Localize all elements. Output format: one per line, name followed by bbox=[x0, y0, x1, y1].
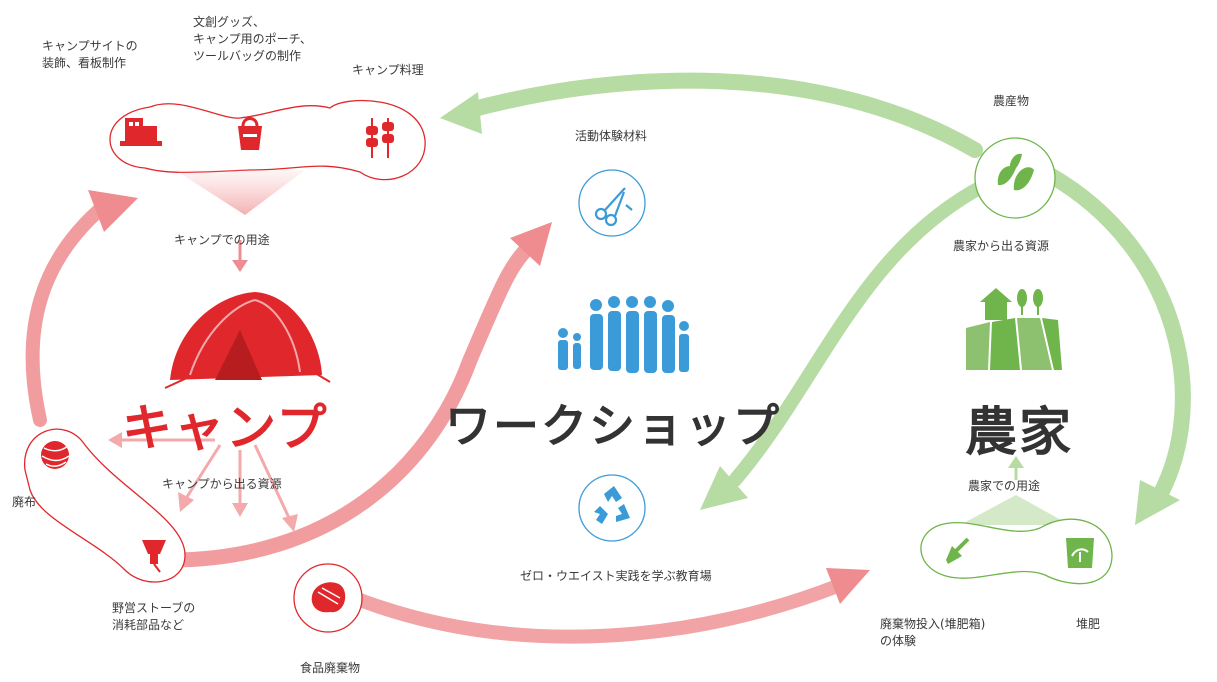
farm-produce-label: 農産物 bbox=[993, 94, 1030, 108]
workshop-education-label: ゼロ・ウエイスト実践を学ぶ教育場 bbox=[520, 569, 712, 583]
arrow-camp-left-up bbox=[25, 198, 112, 427]
arrow-farm-right-down bbox=[1042, 167, 1191, 503]
scissors-icon bbox=[594, 187, 633, 227]
arrow-camp-to-workshop-head bbox=[510, 222, 552, 266]
people-icon bbox=[558, 296, 689, 373]
arrow-farm-to-camp-head bbox=[440, 92, 482, 134]
farm-usage-label: 農家での用途 bbox=[968, 479, 1041, 493]
arrow-farm-to-workshop bbox=[728, 178, 992, 487]
arrow-camp-to-workshop bbox=[162, 240, 536, 568]
workshop-material-label: 活動体験材料 bbox=[575, 129, 648, 143]
stove-part-icon bbox=[142, 540, 166, 573]
education-circle bbox=[578, 474, 646, 542]
camp-resource-label-cloth: 廃布 bbox=[12, 495, 37, 509]
arrow-farm-to-workshop-head bbox=[700, 466, 748, 510]
camp-resource-label-stove: 野営ストーブの 消耗部品など bbox=[112, 601, 196, 632]
yarn-icon bbox=[41, 441, 70, 469]
camp-resource-label-food: 食品廃棄物 bbox=[300, 661, 361, 675]
camp-resources-label: キャンプから出る資源 bbox=[162, 477, 282, 491]
produce-circle bbox=[974, 137, 1056, 219]
farm-uses-outline bbox=[920, 518, 1113, 585]
camp-uses-funnel bbox=[175, 170, 305, 215]
camp-resource-arrows bbox=[108, 432, 298, 532]
farm-title: 農家 bbox=[965, 403, 1074, 463]
skewer-icon bbox=[366, 118, 394, 158]
arrow-foodwaste-to-farm-head bbox=[826, 568, 870, 604]
workshop-title: ワークショップ bbox=[445, 399, 781, 453]
farm-usage-arrows bbox=[960, 456, 1070, 525]
camp-use-label-decoration: キャンプサイトの 装飾、看板制作 bbox=[42, 39, 138, 70]
tent-icon bbox=[164, 292, 331, 389]
bag-icon bbox=[238, 117, 262, 150]
arrow-farm-right-down-head bbox=[1135, 480, 1180, 525]
arrow-camp-left-up-head bbox=[88, 190, 138, 232]
farm-use-label-compost: 堆肥 bbox=[1076, 617, 1101, 631]
compost-bag-icon bbox=[1066, 538, 1094, 568]
camp-uses-outline bbox=[109, 99, 426, 181]
produce-icon bbox=[997, 153, 1034, 191]
arrow-farm-to-camp bbox=[462, 72, 983, 158]
camp-title: キャンプ bbox=[122, 399, 329, 457]
recycle-icon bbox=[594, 486, 630, 524]
arrow-foodwaste-to-farm bbox=[353, 578, 847, 644]
food-waste-icon bbox=[311, 582, 346, 613]
sign-icon bbox=[120, 118, 162, 146]
farm-use-label-experience: 廃棄物投入(堆肥箱) の体験 bbox=[880, 617, 986, 648]
farm-resources-label: 農家から出る資源 bbox=[953, 239, 1050, 253]
camp-use-label-goods: 文創グッズ、 キャンプ用のポーチ、 ツールバッグの制作 bbox=[193, 15, 312, 63]
shovel-icon bbox=[946, 537, 970, 564]
camp-use-label-cooking: キャンプ料理 bbox=[352, 63, 424, 77]
farm-field-icon bbox=[966, 288, 1062, 370]
camp-usage-label: キャンプでの用途 bbox=[174, 233, 270, 247]
camp-uses-connector-head bbox=[232, 260, 248, 272]
